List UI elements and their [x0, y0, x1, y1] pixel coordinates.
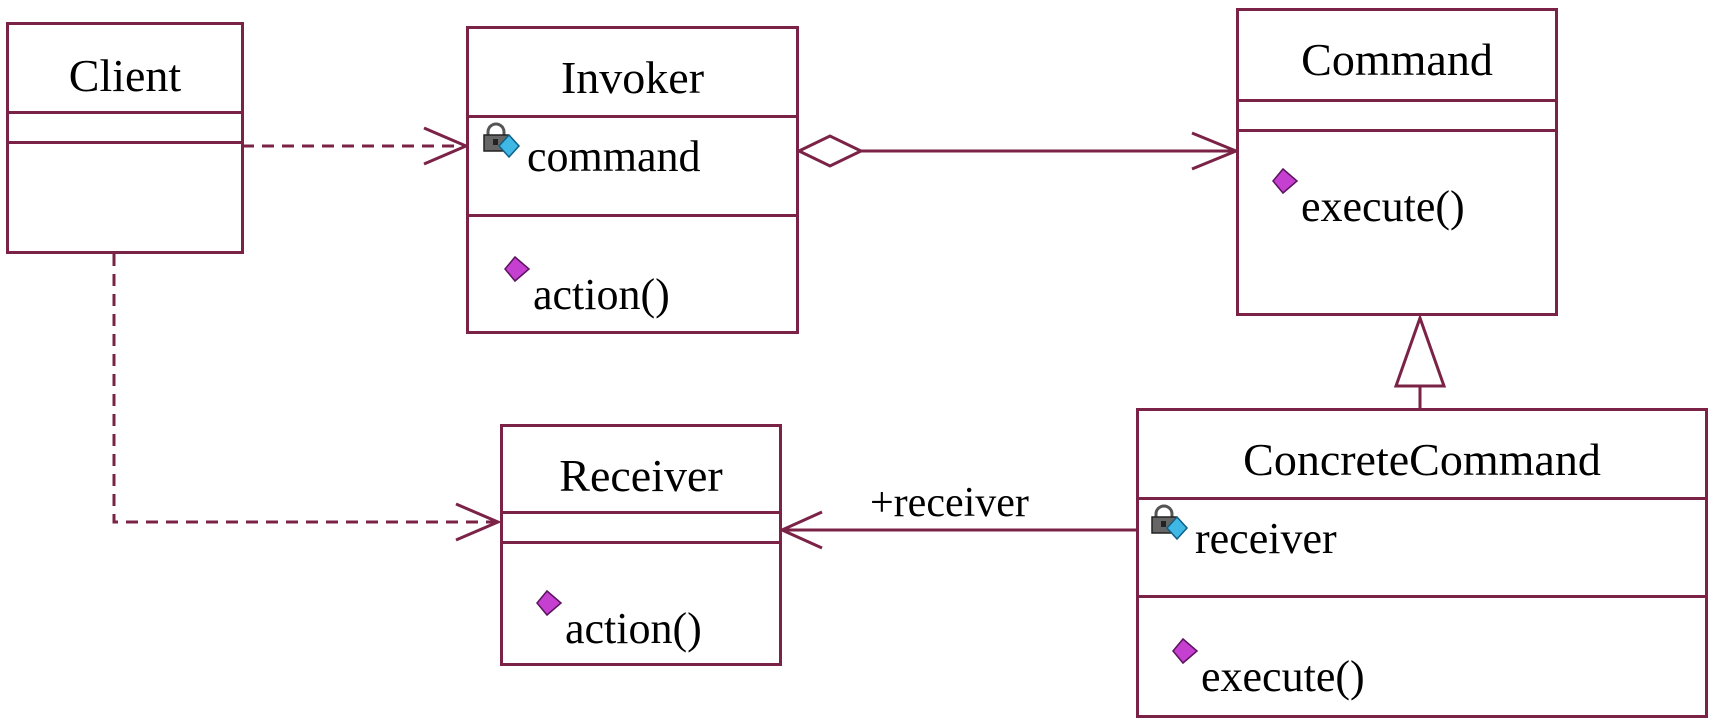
attribute-receiver: receiver — [1195, 514, 1337, 563]
operation-compartment — [503, 541, 779, 544]
operation-compartment — [9, 141, 241, 144]
class-name: Invoker — [560, 52, 705, 103]
class-name: Command — [1301, 34, 1493, 85]
operation-action: action() — [565, 604, 702, 653]
operation-execute: execute() — [1301, 182, 1465, 231]
association-role-label: +receiver — [870, 480, 1029, 526]
attribute-compartment — [469, 115, 796, 118]
magenta-diamond-icon — [536, 589, 563, 617]
operation-compartment — [1239, 129, 1555, 132]
concretecommand-command-generalization — [1393, 313, 1447, 408]
magenta-diamond-icon — [1172, 637, 1199, 665]
operation-execute: execute() — [1201, 652, 1365, 701]
operation-compartment — [469, 214, 796, 217]
class-receiver[interactable]: Receiver action() — [500, 424, 782, 666]
class-name: ConcreteCommand — [1243, 434, 1601, 485]
attribute-compartment — [503, 511, 779, 514]
attribute-compartment — [9, 111, 241, 114]
client-receiver-dependency — [112, 254, 502, 542]
class-name: Receiver — [559, 450, 723, 501]
padlock-attribute-icon — [1151, 504, 1189, 541]
operation-compartment — [1139, 595, 1705, 598]
concretecommand-receiver-association — [778, 510, 1136, 550]
attribute-command: command — [527, 132, 701, 181]
class-concretecommand[interactable]: ConcreteCommand receiver execute() — [1136, 408, 1708, 718]
class-command[interactable]: Command execute() — [1236, 8, 1558, 316]
class-client[interactable]: Client — [6, 22, 244, 254]
operation-action: action() — [533, 270, 670, 319]
padlock-attribute-icon — [483, 122, 521, 159]
magenta-diamond-icon — [504, 255, 531, 283]
invoker-command-aggregation — [795, 131, 1240, 171]
class-name: Client — [68, 50, 182, 101]
magenta-diamond-icon — [1272, 167, 1299, 195]
client-invoker-dependency — [242, 126, 470, 166]
class-invoker[interactable]: Invoker command action() — [466, 26, 799, 334]
attribute-compartment — [1239, 99, 1555, 102]
attribute-compartment — [1139, 497, 1705, 500]
